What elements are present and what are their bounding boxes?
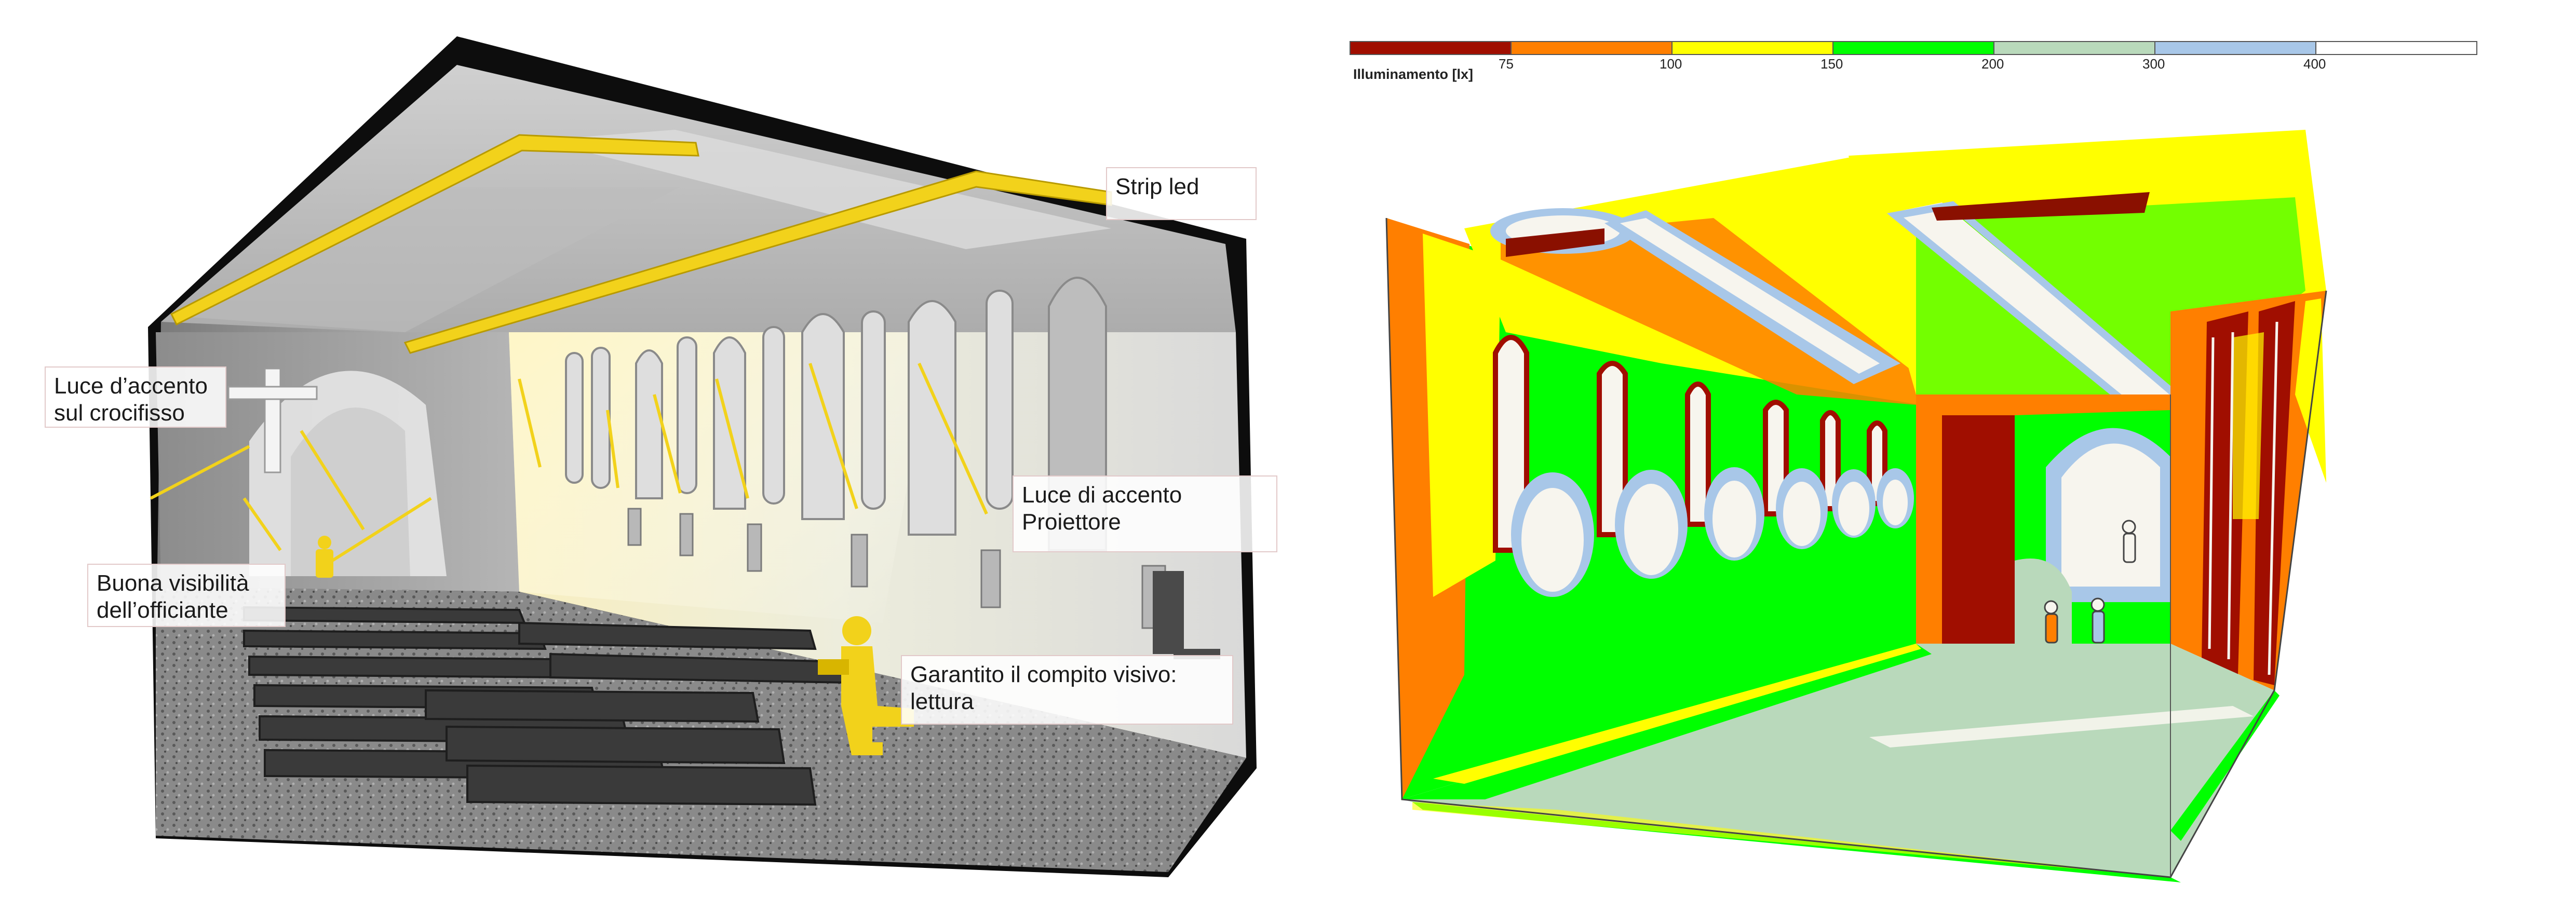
illuminance-map <box>1385 130 2327 882</box>
crucifix <box>227 368 318 473</box>
legend-swatch-0 <box>1350 41 1512 55</box>
callout-officiant-visibility-line-2: dell’officiante <box>97 597 228 623</box>
callout-accent-crucifix: Luce d’accento sul crocifisso <box>45 366 226 428</box>
legend-tick-100: 100 <box>1660 56 1682 72</box>
officiant-figure <box>316 536 333 578</box>
callout-officiant-visibility: Buona visibilità dell’officiante <box>87 564 286 627</box>
legend-swatch-6 <box>2315 41 2477 55</box>
legend-tick-75: 75 <box>1499 56 1514 72</box>
callout-accent-projector-line-2: Proiettore <box>1022 509 1121 535</box>
legend-tick-200: 200 <box>1981 56 2004 72</box>
callout-reading-task: Garantito il compito visivo: lettura <box>901 655 1233 725</box>
callout-accent-crucifix-line-2: sul crocifisso <box>54 400 185 426</box>
illuminance-legend <box>1350 41 2477 55</box>
callout-officiant-visibility-line-1: Buona visibilità <box>97 570 249 596</box>
callout-reading-task-line-1: Garantito il compito visivo: <box>910 662 1177 687</box>
map-figures <box>2044 520 2136 644</box>
church-render <box>148 36 1257 877</box>
legend-title: Illuminamento [lx] <box>1353 66 1474 82</box>
legend-tick-150: 150 <box>1820 56 1843 72</box>
legend-tick-300: 300 <box>2142 56 2165 72</box>
callout-accent-crucifix-line-1: Luce d’accento <box>54 373 208 399</box>
callout-strip-led: Strip led <box>1106 167 1257 220</box>
legend-swatch-3 <box>1832 41 1994 55</box>
callout-accent-projector: Luce di accento Proiettore <box>1013 475 1277 552</box>
pews <box>243 606 848 806</box>
legend-swatch-1 <box>1510 41 1673 55</box>
legend-tick-400: 400 <box>2303 56 2326 72</box>
legend-swatch-5 <box>2154 41 2316 55</box>
reader-figure <box>818 616 914 755</box>
accent-rays <box>150 362 988 562</box>
legend-swatch-2 <box>1671 41 1833 55</box>
callout-strip-led-line-1: Strip led <box>1115 174 1199 199</box>
callout-accent-projector-line-1: Luce di accento <box>1022 482 1182 508</box>
map-light-pools <box>1511 467 1914 597</box>
callout-reading-task-line-2: lettura <box>910 689 974 714</box>
legend-swatch-4 <box>1993 41 2155 55</box>
map-windows <box>1493 335 1887 553</box>
